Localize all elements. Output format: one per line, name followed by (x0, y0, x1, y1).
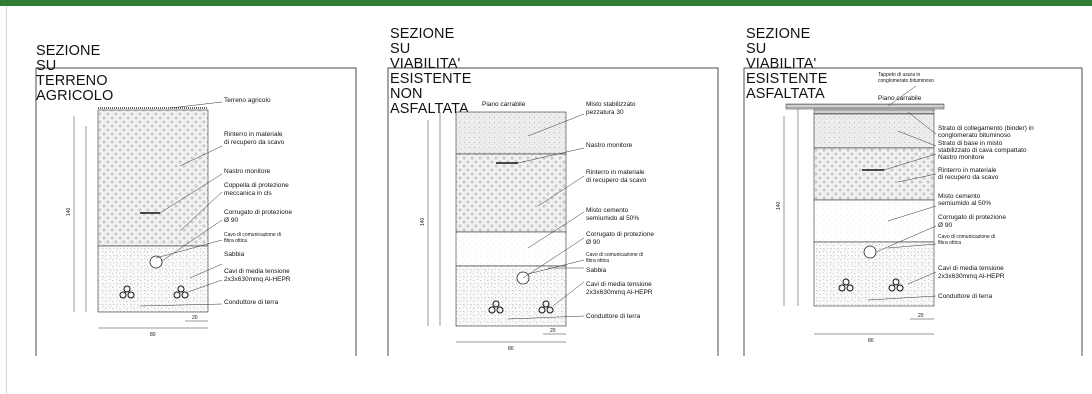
drawing-frame (743, 67, 1083, 356)
backfill-layer (97, 109, 209, 247)
label-conduttore: Conduttore di terra (586, 313, 641, 320)
label-cavo-fibra-1: Cavo di comunicazione di (224, 232, 281, 238)
wearing-course (785, 103, 945, 110)
label-corrugato-1: Corrugato di protezione (938, 214, 1006, 221)
section-drawing: 140 80 20 Piano carrabile Misto stabiliz… (387, 67, 719, 356)
label-misto-cemento-1: Misto cemento (938, 193, 981, 200)
base-layer (813, 113, 935, 149)
backfill-layer (455, 153, 567, 233)
dim-depth: 140 (66, 207, 72, 216)
label-sabbia: Sabbia (224, 251, 245, 258)
label-conduttore: Conduttore di terra (938, 293, 993, 300)
top-accent-bar (0, 0, 1092, 6)
label-corrugato-2: Ø 90 (224, 217, 238, 224)
label-terreno: Terreno agricolo (224, 97, 271, 104)
label-coppella-1: Coppella di protezione (224, 182, 289, 189)
label-tappeto-1: Tappeto di usura in (878, 72, 920, 78)
label-piano-carrabile: Piano carrabile (482, 101, 526, 108)
label-cavi-mt-2: 2x3x630mmq Al-HEPR (586, 289, 653, 296)
label-cavo-fibra-2: fibra ottica (224, 238, 247, 244)
label-cavo-fibra-1: Cavo di comunicazione di (586, 252, 643, 258)
label-misto-cemento-1: Misto cemento (586, 207, 629, 214)
dim-depth: 140 (420, 217, 426, 226)
cement-layer (455, 231, 567, 267)
label-cavi-mt-1: Cavi di media tensione (938, 265, 1004, 272)
label-coppella-2: meccanica in cls (224, 190, 272, 197)
stabilized-layer (455, 111, 567, 155)
backfill-layer (813, 147, 935, 201)
section-drawing: 140 80 20 Terreno agricolo Rinterro in m… (35, 67, 357, 356)
cable-trefoil-right (173, 285, 189, 299)
dim-width: 80 (868, 338, 874, 344)
section-drawing: 140 80 20 Tappeto di usura in conglomera… (743, 67, 1083, 356)
fiber-conduit (149, 255, 163, 269)
sand-layer (455, 265, 567, 327)
label-rinterro-2: di recupero da scavo (224, 139, 285, 146)
label-rinterro-2: di recupero da scavo (938, 174, 999, 181)
label-misto-2: pezzatura 30 (586, 109, 624, 116)
dim-offset: 20 (918, 313, 924, 319)
fiber-conduit (863, 245, 877, 259)
label-sabbia: Sabbia (586, 267, 607, 274)
label-cavo-fibra-2: fibra ottica (938, 240, 961, 246)
label-cavi-mt-1: Cavi di media tensione (586, 281, 652, 288)
label-tappeto-2: conglomerato bituminoso (878, 78, 934, 84)
label-rinterro-1: Rinterro in materiale (224, 131, 283, 138)
label-cavo-fibra-2: fibra ottica (586, 258, 609, 264)
drawing-frame (387, 67, 719, 356)
label-binder-2: conglomerato bituminoso (938, 132, 1011, 139)
label-misto-cemento-2: semiumido al 50% (586, 215, 639, 222)
dim-depth: 140 (776, 201, 782, 210)
label-binder-1: Strato di collegamento (binder) in (938, 125, 1034, 132)
label-base-2: stabilizzato di cava compattato (938, 147, 1027, 154)
label-rinterro-1: Rinterro in materiale (586, 169, 645, 176)
label-corrugato-1: Corrugato di protezione (586, 231, 654, 238)
label-cavi-mt-2: 2x3x630mmq Al-HEPR (938, 273, 1005, 280)
label-corrugato-2: Ø 90 (586, 239, 600, 246)
label-rinterro-1: Rinterro in materiale (938, 167, 997, 174)
label-nastro: Nastro monitore (586, 142, 633, 149)
label-misto-1: Misto stabilizzato (586, 101, 636, 108)
label-corrugato-2: Ø 90 (938, 222, 952, 229)
cement-layer (813, 199, 935, 243)
label-nastro: Nastro monitore (224, 168, 271, 175)
label-cavi-mt-2: 2x3x630mmq Al-HEPR (224, 276, 291, 283)
label-cavi-mt-1: Cavi di media tensione (224, 268, 290, 275)
sand-layer (97, 245, 209, 313)
dim-width: 80 (150, 332, 156, 338)
label-rinterro-2: di recupero da scavo (586, 177, 647, 184)
label-misto-cemento-2: semiumido al 50% (938, 200, 991, 207)
left-border (6, 6, 7, 394)
dim-width: 80 (508, 346, 514, 352)
label-conduttore: Conduttore di terra (224, 299, 279, 306)
binder-layer (813, 108, 935, 115)
panel-title: SEZIONE SU TERRENO AGRICOLO (36, 43, 114, 104)
label-piano-carrabile: Piano carrabile (878, 95, 922, 102)
dim-offset: 20 (192, 315, 198, 321)
label-nastro: Nastro monitore (938, 154, 985, 161)
drawing-frame (35, 67, 357, 356)
dim-offset: 20 (550, 328, 556, 334)
label-corrugato-1: Corrugato di protezione (224, 209, 292, 216)
label-base-1: Strato di base in misto (938, 140, 1003, 147)
label-cavo-fibra-1: Cavo di comunicazione di (938, 234, 995, 240)
cable-trefoil-left (119, 285, 135, 299)
